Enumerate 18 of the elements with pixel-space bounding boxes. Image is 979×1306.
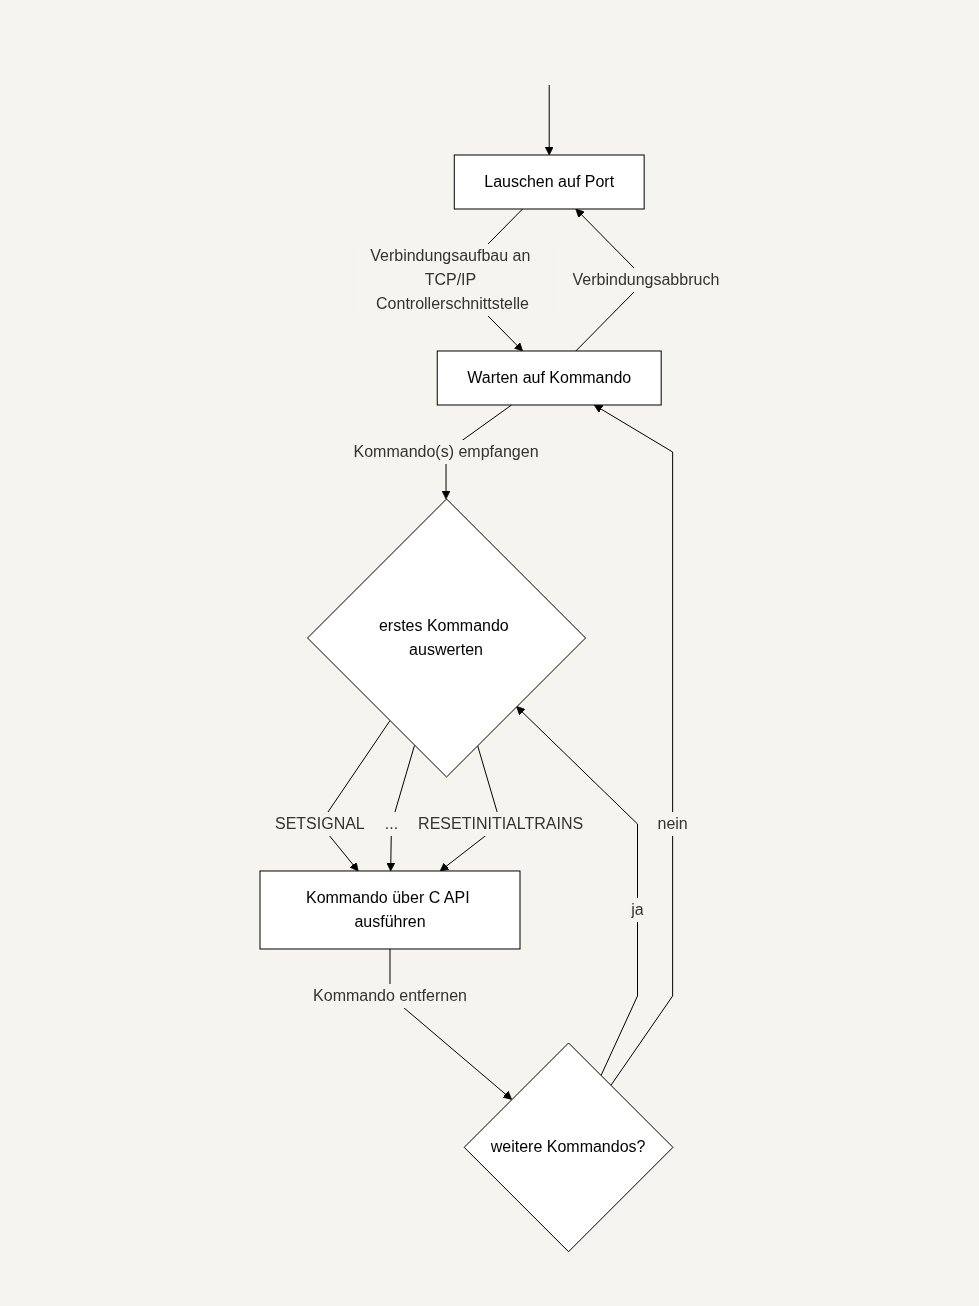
arrow [516, 705, 638, 1076]
node-diamond: erstes Kommando auswerten [306, 498, 586, 778]
edge-label: ja [631, 900, 644, 918]
node-box: Warten auf Kommando [436, 350, 662, 406]
node-box: Kommando über C API ausführen [259, 870, 521, 950]
node-diamond: weitere Kommandos? [463, 1042, 674, 1252]
edge-label: RESETINITIALTRAINS [417, 814, 584, 832]
edge-label: ... [384, 814, 398, 832]
edge-label: Verbindungsabbruch [572, 270, 720, 288]
arrow [593, 404, 673, 1086]
arrow [386, 744, 415, 871]
arrow [544, 84, 554, 156]
edge-label: Verbindungsaufbau an TCP/IP Controllerschnittstelle [370, 246, 531, 312]
node-box: Lauschen auf Port [453, 154, 645, 210]
edge-label: nein [657, 814, 688, 832]
edge-label: Kommando entfernen [312, 986, 467, 1004]
edge-label: Kommando(s) empfangen [353, 442, 539, 460]
edge-label: SETSIGNAL [274, 814, 365, 832]
